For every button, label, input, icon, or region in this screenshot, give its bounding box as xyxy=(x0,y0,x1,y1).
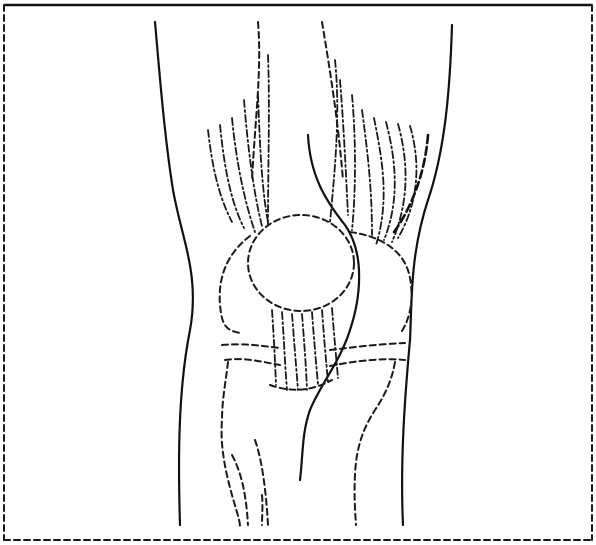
leg-outline-left xyxy=(155,22,193,525)
fibula xyxy=(255,440,268,525)
femoral-condyles xyxy=(220,232,412,334)
frame xyxy=(4,5,592,540)
tibia-inner xyxy=(232,455,248,525)
joint-line xyxy=(222,343,405,350)
patella xyxy=(248,215,354,311)
leg-outline-right xyxy=(402,25,452,525)
tibia xyxy=(222,362,395,527)
sartorius-curve xyxy=(300,135,359,480)
quadriceps-fibers xyxy=(208,22,428,245)
patellar-tendon xyxy=(270,308,338,390)
